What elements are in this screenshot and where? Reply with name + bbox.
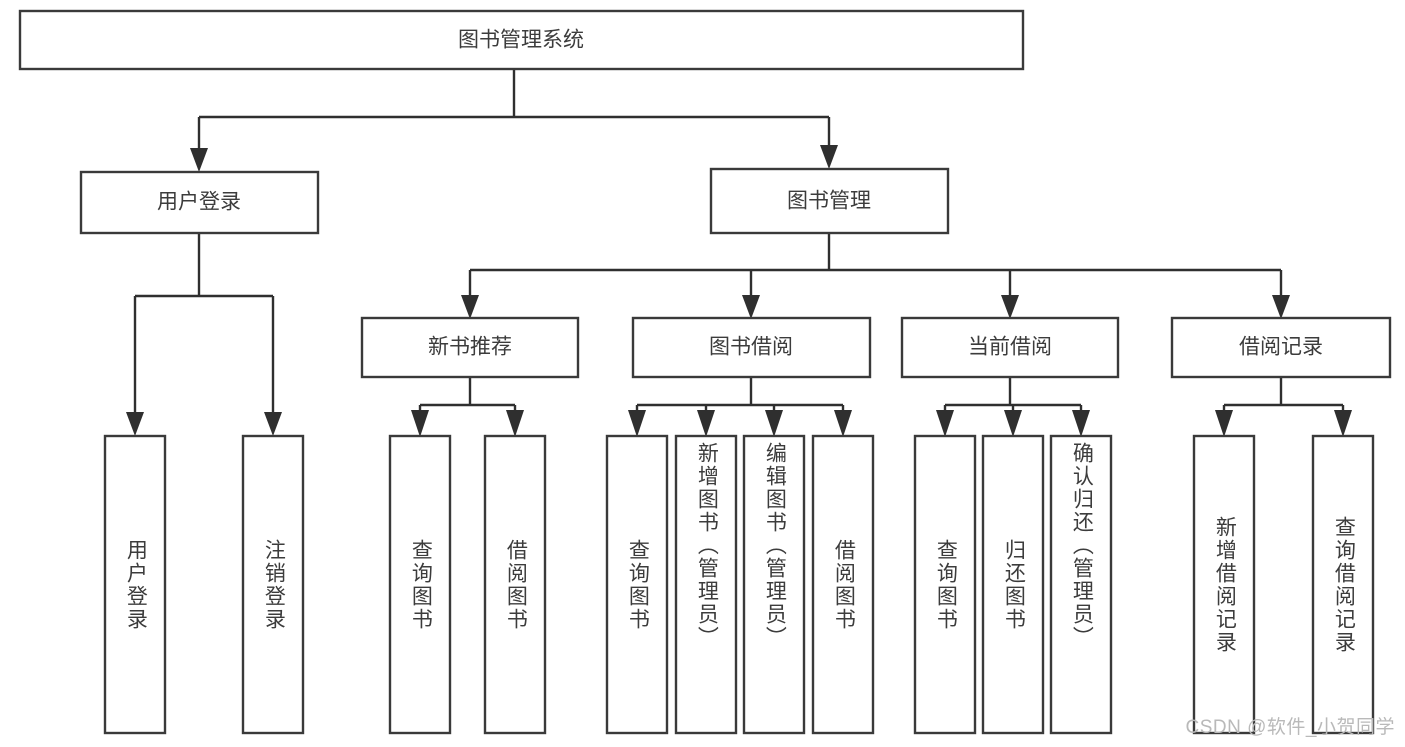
node-current-borrow-box[interactable] (900, 316, 1120, 379)
leaf-box-query-book-recommend[interactable] (388, 434, 452, 735)
leaf-box-query-book-current[interactable] (913, 434, 977, 735)
arrowhead-icon (820, 145, 838, 169)
leaf-box-borrow-book[interactable] (811, 434, 875, 735)
arrowhead-icon (506, 410, 524, 437)
node-new-book-recommend[interactable]: 新书推荐 (360, 316, 580, 379)
arrowhead-icon (628, 410, 646, 437)
arrowhead-icon (834, 410, 852, 437)
leaf-box-group (103, 434, 1375, 735)
arrowhead-icon (1072, 410, 1090, 437)
node-book-management-box[interactable] (709, 167, 950, 235)
watermark-text: CSDN @软件_小贺同学 (1185, 717, 1395, 738)
leaf-box-add-borrow-record[interactable] (1192, 434, 1256, 735)
leaf-box-confirm-return-admin[interactable] (1049, 434, 1113, 735)
leaf-box-logout[interactable] (241, 434, 305, 735)
arrowhead-icon (1272, 295, 1290, 319)
arrowhead-icon (461, 295, 479, 319)
arrowhead-icon (765, 410, 783, 437)
leaf-box-borrow-book-recommend[interactable] (483, 434, 547, 735)
node-book-management[interactable]: 图书管理 (709, 167, 950, 235)
node-user-login[interactable]: 用户登录 (79, 170, 320, 235)
arrowhead-icon (742, 295, 760, 319)
arrowhead-icon (1004, 410, 1022, 437)
node-book-management-label: 图书管理 (787, 190, 871, 213)
node-root-box[interactable] (18, 9, 1025, 71)
node-root-label: 图书管理系统 (458, 29, 584, 52)
node-borrow-record-box[interactable] (1170, 316, 1392, 379)
leaf-box-add-book-admin[interactable] (674, 434, 738, 735)
node-borrow-record-label: 借阅记录 (1239, 336, 1323, 359)
node-book-borrow-label: 图书借阅 (709, 336, 793, 359)
node-current-borrow[interactable]: 当前借阅 (900, 316, 1120, 379)
node-book-borrow[interactable]: 图书借阅 (631, 316, 872, 379)
arrowhead-icon (1334, 410, 1352, 437)
arrowhead-icon (190, 148, 208, 172)
arrowhead-icon (1215, 410, 1233, 437)
node-book-borrow-box[interactable] (631, 316, 872, 379)
arrowhead-icon (697, 410, 715, 437)
arrowhead-icon (411, 410, 429, 437)
arrowhead-icon (264, 412, 282, 436)
leaf-box-edit-book-admin[interactable] (742, 434, 806, 735)
arrowhead-group (126, 145, 1352, 437)
node-root[interactable]: 图书管理系统 (18, 9, 1025, 71)
node-current-borrow-label: 当前借阅 (968, 336, 1052, 359)
node-new-book-recommend-label: 新书推荐 (428, 336, 512, 359)
leaf-box-query-borrow-record[interactable] (1311, 434, 1375, 735)
node-borrow-record[interactable]: 借阅记录 (1170, 316, 1392, 379)
arrowhead-icon (1001, 295, 1019, 319)
node-new-book-recommend-box[interactable] (360, 316, 580, 379)
leaf-box-return-book[interactable] (981, 434, 1045, 735)
arrowhead-icon (936, 410, 954, 437)
leaf-box-user-login[interactable] (103, 434, 167, 735)
arrowhead-icon (126, 412, 144, 436)
node-user-login-box[interactable] (79, 170, 320, 235)
leaf-box-query-book-borrow[interactable] (605, 434, 669, 735)
node-user-login-label: 用户登录 (157, 191, 241, 214)
